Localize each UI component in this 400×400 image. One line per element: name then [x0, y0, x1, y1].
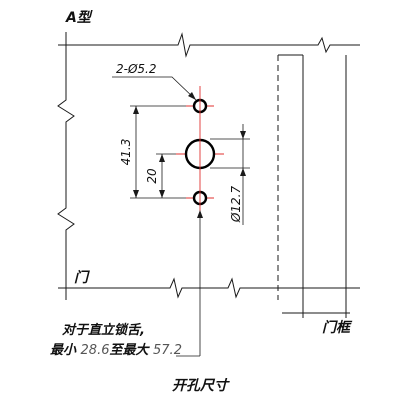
dim-arrow-inner-bottom — [159, 190, 165, 198]
door-bottom-edge — [58, 277, 360, 299]
large-hole-dim-label: Ø12.7 — [229, 186, 243, 224]
frame-label: 门框 — [322, 319, 353, 336]
leader-small-holes — [112, 76, 197, 101]
note-line-1: 对于直立锁舌, — [62, 322, 145, 338]
dim-arrow-outer-top — [133, 106, 139, 114]
dim-arrow-large-bottom — [240, 168, 246, 176]
caption: 开孔尺寸 — [172, 377, 230, 394]
leader-arrow-small — [188, 92, 196, 100]
dim-arrow-large-top — [240, 131, 246, 139]
dim-arrow-inner-top — [159, 154, 165, 162]
leader-arrow-note — [197, 210, 203, 218]
note-max-value: 57.2 — [153, 343, 182, 358]
dim-arrow-outer-bottom — [133, 190, 139, 198]
type-label: A型 — [65, 10, 93, 26]
door-top-edge — [58, 32, 360, 58]
note-min-value: 28.6 — [81, 343, 110, 358]
outer-spacing-label: 41.3 — [119, 139, 133, 166]
note-line-2: 最小 28.6至最大 57.2 — [50, 342, 182, 358]
note-max-label: 至最大 — [109, 342, 153, 358]
door-label: 门 — [74, 269, 90, 286]
note-min-label: 最小 — [50, 343, 81, 358]
inner-spacing-label: 20 — [145, 168, 159, 184]
door-left-edge — [57, 32, 75, 300]
small-holes-dim-label: 2-Ø5.2 — [116, 62, 157, 76]
